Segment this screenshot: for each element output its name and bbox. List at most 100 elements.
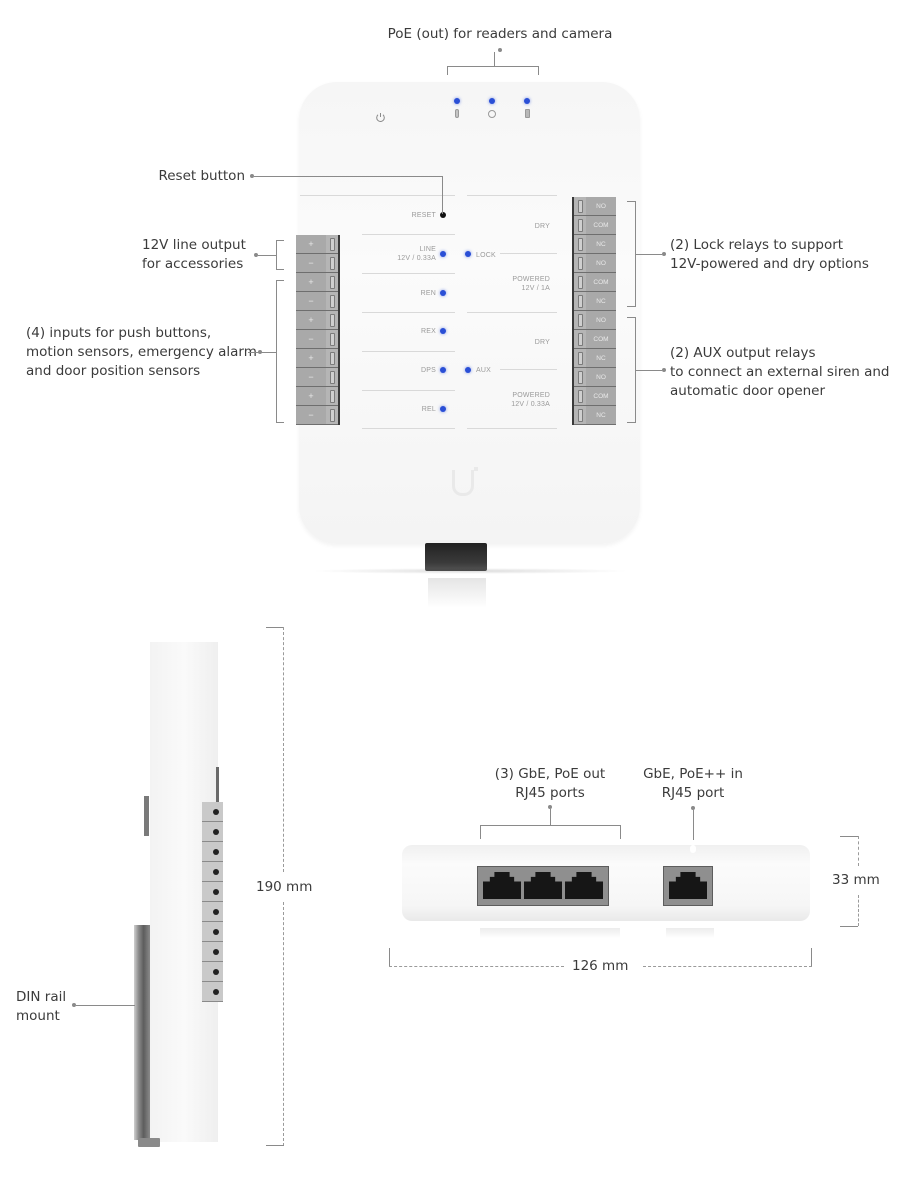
- left-terminal-block[interactable]: + − + − + − + − + −: [296, 235, 340, 425]
- terminal-minus[interactable]: −: [296, 292, 338, 311]
- reset-button[interactable]: [440, 212, 446, 218]
- reader-led: [454, 98, 460, 104]
- terminal-nc[interactable]: NC: [574, 406, 616, 425]
- terminal-minus[interactable]: −: [296, 330, 338, 349]
- terminal-com[interactable]: COM: [574, 216, 616, 235]
- side-tab: [216, 767, 219, 803]
- aux-led: [465, 367, 471, 373]
- terminal-plus[interactable]: +: [296, 235, 338, 254]
- reader-icon: [455, 109, 459, 118]
- callout-reset: Reset button: [158, 168, 245, 184]
- lock-relays-bracket: [627, 201, 636, 307]
- callout-dot: [258, 350, 262, 354]
- terminal-plus[interactable]: +: [296, 387, 338, 406]
- callout-dot: [662, 252, 666, 256]
- doorbell-icon: [488, 110, 496, 118]
- panel-divider: [467, 428, 557, 429]
- dry-aux-label: DRY: [534, 339, 550, 346]
- terminal-minus[interactable]: −: [296, 254, 338, 273]
- callout-dot: [662, 368, 666, 372]
- rj45-port-3[interactable]: [565, 872, 603, 899]
- dimension-line: [389, 966, 564, 967]
- rex-led: [440, 328, 446, 334]
- dimension-tick: [840, 836, 858, 837]
- panel-divider: [362, 273, 455, 274]
- powered-aux-label: POWERED: [512, 392, 550, 399]
- poe-out-ports[interactable]: [477, 866, 609, 906]
- terminal-nc[interactable]: NC: [574, 349, 616, 368]
- callout-poe-out: PoE (out) for readers and camera: [387, 26, 613, 42]
- dimension-line: [283, 902, 284, 1146]
- callout-leader: [248, 352, 276, 353]
- callout-leader: [442, 176, 443, 214]
- panel-divider: [500, 253, 557, 254]
- camera-led: [524, 98, 530, 104]
- doorbell-led: [489, 98, 495, 104]
- dps-led: [440, 367, 446, 373]
- callout-leader: [494, 52, 495, 66]
- panel-divider: [467, 195, 557, 196]
- panel-divider: [362, 351, 455, 352]
- panel-divider: [362, 234, 455, 235]
- callout-dot: [498, 48, 502, 52]
- right-terminal-block[interactable]: NO COM NC NO COM NC NO COM NC NO COM NC: [572, 197, 616, 425]
- panel-divider: [467, 312, 557, 313]
- rj45-port-1[interactable]: [483, 872, 521, 899]
- callout-dot: [548, 805, 552, 809]
- callout-din-rail: DIN rail mount: [16, 989, 67, 1024]
- din-clip: [425, 543, 487, 571]
- panel-divider: [500, 369, 557, 370]
- callout-leader: [636, 370, 662, 371]
- device-reflection: [428, 578, 486, 608]
- rel-label: REL: [421, 406, 436, 413]
- poe-out-ports-bracket: [480, 825, 621, 839]
- terminal-no[interactable]: NO: [574, 311, 616, 330]
- terminal-minus[interactable]: −: [296, 406, 338, 425]
- dimension-line: [643, 966, 812, 967]
- callout-poe-out-ports: (3) GbE, PoE out RJ45 ports: [494, 766, 606, 801]
- callout-leader: [254, 176, 442, 177]
- din-rail-foot: [138, 1138, 160, 1147]
- terminal-com[interactable]: COM: [574, 387, 616, 406]
- ren-label: REN: [420, 290, 436, 297]
- dimension-tick: [266, 1145, 284, 1146]
- terminal-no[interactable]: NO: [574, 368, 616, 387]
- terminal-minus[interactable]: −: [296, 368, 338, 387]
- terminal-plus[interactable]: +: [296, 273, 338, 292]
- terminal-plus[interactable]: +: [296, 349, 338, 368]
- poe-in-port[interactable]: [663, 866, 713, 906]
- dry-lock-label: DRY: [534, 223, 550, 230]
- terminal-nc[interactable]: NC: [574, 292, 616, 311]
- lock-led: [465, 251, 471, 257]
- terminal-nc[interactable]: NC: [574, 235, 616, 254]
- side-clip: [144, 796, 149, 836]
- dimension-width: 126 mm: [572, 958, 629, 974]
- dimension-tick: [811, 948, 812, 966]
- powered-aux-rating: 12V / 0.33A: [511, 401, 550, 408]
- callout-line-output: 12V line output for accessories: [142, 237, 246, 272]
- inputs-bracket: [276, 280, 284, 423]
- callout-aux-relays: (2) AUX output relays to connect an exte…: [670, 345, 890, 399]
- terminal-com[interactable]: COM: [574, 273, 616, 292]
- dimension-height: 190 mm: [256, 879, 313, 895]
- terminal-plus[interactable]: +: [296, 311, 338, 330]
- callout-leader: [258, 255, 276, 256]
- lock-label: LOCK: [476, 252, 496, 259]
- terminal-no[interactable]: NO: [574, 254, 616, 273]
- dimension-depth: 33 mm: [832, 872, 880, 888]
- side-terminal-block: [202, 802, 223, 1002]
- line-led: [440, 251, 446, 257]
- panel-divider: [300, 195, 455, 196]
- rel-led: [440, 406, 446, 412]
- panel-divider: [362, 390, 455, 391]
- ren-led: [440, 290, 446, 296]
- dimension-tick: [266, 627, 284, 628]
- terminal-no[interactable]: NO: [574, 197, 616, 216]
- terminal-com[interactable]: COM: [574, 330, 616, 349]
- powered-lock-label: POWERED: [512, 276, 550, 283]
- rex-label: REX: [421, 328, 436, 335]
- callout-leader: [76, 1005, 135, 1006]
- poe-out-bracket: [447, 66, 539, 75]
- rj45-port-uplink[interactable]: [669, 872, 707, 899]
- rj45-port-2[interactable]: [524, 872, 562, 899]
